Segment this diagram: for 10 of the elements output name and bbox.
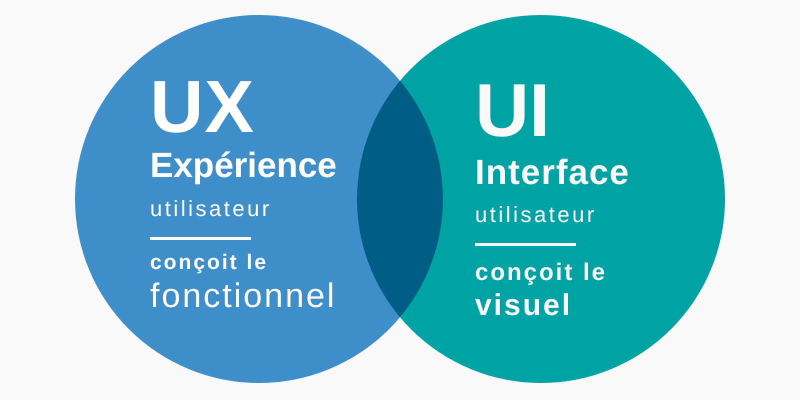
description-text: conçoit le	[150, 252, 268, 273]
subheading: Expérience	[150, 148, 337, 183]
heading: UI	[475, 73, 550, 148]
subtitle-text: utilisateur	[475, 204, 597, 226]
description-text: fonctionnel	[150, 279, 336, 313]
description-text: visuel	[475, 291, 572, 321]
subtitle-text: utilisateur	[150, 198, 272, 220]
description-text: conçoit le	[475, 261, 608, 285]
subheading: Interface	[475, 155, 630, 190]
heading: UX	[150, 70, 255, 144]
